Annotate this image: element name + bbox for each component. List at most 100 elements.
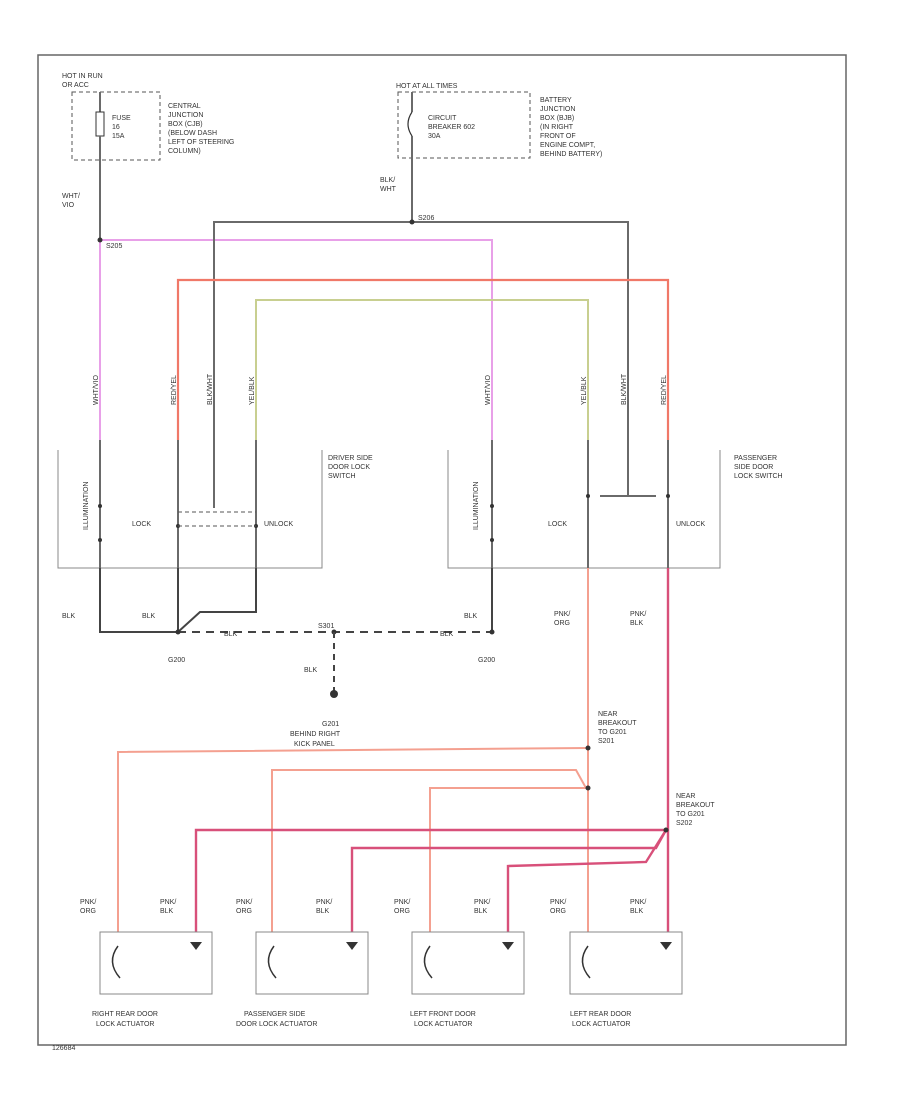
svg-text:RIGHT REAR DOOR: RIGHT REAR DOOR [92, 1011, 158, 1018]
svg-text:WHT/VIO: WHT/VIO [485, 375, 492, 405]
passenger-door-lock-switch: PASSENGER SIDE DOOR LOCK SWITCH ILLUMINA… [447, 440, 783, 569]
svg-text:FRONT OF: FRONT OF [540, 133, 576, 140]
svg-text:WHT/VIO: WHT/VIO [93, 375, 100, 405]
svg-text:15A: 15A [112, 133, 125, 140]
actuator-passenger-side: PNK/ ORG PNK/ BLK PASSENGER SIDE DOOR LO… [236, 899, 369, 1028]
svg-text:NEAR: NEAR [676, 793, 695, 800]
svg-text:S206: S206 [418, 215, 434, 222]
actuator-left-front: PNK/ ORG PNK/ BLK LEFT FRONT DOOR LOCK A… [394, 899, 525, 1028]
svg-text:BLK: BLK [62, 613, 76, 620]
svg-text:16: 16 [112, 124, 120, 131]
svg-text:BREAKOUT: BREAKOUT [598, 720, 637, 727]
svg-text:LOCK ACTUATOR: LOCK ACTUATOR [96, 1021, 154, 1028]
svg-text:ORG: ORG [236, 908, 252, 915]
splice-s202-dot [663, 827, 669, 833]
actuator-left-rear: PNK/ ORG PNK/ BLK LEFT REAR DOOR LOCK AC… [550, 899, 683, 1028]
svg-text:LOCK: LOCK [548, 521, 567, 528]
svg-text:BATTERY: BATTERY [540, 97, 572, 104]
svg-text:BLK: BLK [224, 631, 238, 638]
svg-text:SWITCH: SWITCH [328, 473, 356, 480]
ground-g201-icon [330, 690, 338, 698]
svg-text:TO G201: TO G201 [598, 729, 627, 736]
svg-text:BEHIND RIGHT: BEHIND RIGHT [290, 731, 341, 738]
svg-text:BREAKOUT: BREAKOUT [676, 802, 715, 809]
svg-text:PNK/: PNK/ [316, 899, 332, 906]
svg-text:BLK/: BLK/ [380, 177, 395, 184]
svg-text:NEAR: NEAR [598, 711, 617, 718]
svg-text:WHT: WHT [380, 186, 397, 193]
svg-text:BLK/WHT: BLK/WHT [207, 373, 214, 405]
svg-text:ILLUMINATION: ILLUMINATION [473, 482, 480, 531]
svg-text:LOCK SWITCH: LOCK SWITCH [734, 473, 783, 480]
svg-text:DOOR LOCK: DOOR LOCK [328, 464, 370, 471]
motor-icon [423, 945, 433, 979]
actuator-wires [117, 568, 670, 932]
svg-text:FUSE: FUSE [112, 115, 131, 122]
svg-text:BEHIND BATTERY): BEHIND BATTERY) [540, 151, 602, 158]
svg-text:COLUMN): COLUMN) [168, 148, 201, 155]
splice-notes: NEAR BREAKOUT TO G201 S201 NEAR BREAKOUT… [598, 711, 715, 827]
svg-text:PNK/: PNK/ [80, 899, 96, 906]
svg-text:LOCK ACTUATOR: LOCK ACTUATOR [572, 1021, 630, 1028]
svg-text:JUNCTION: JUNCTION [540, 106, 575, 113]
svg-text:PNK/: PNK/ [550, 899, 566, 906]
svg-text:LOCK: LOCK [132, 521, 151, 528]
svg-text:G200: G200 [478, 657, 495, 664]
diagram-frame [37, 54, 847, 1046]
svg-text:PNK/: PNK/ [474, 899, 490, 906]
circuit-breaker-icon [407, 111, 413, 137]
motor-icon [581, 945, 591, 979]
supply-wires: S205 S206 [97, 158, 670, 440]
driver-door-lock-switch: DRIVER SIDE DOOR LOCK SWITCH ILLUMINATIO… [57, 440, 373, 569]
svg-text:SIDE DOOR: SIDE DOOR [734, 464, 773, 471]
svg-text:BLK: BLK [464, 613, 478, 620]
splice-s201-dot [585, 745, 591, 751]
svg-text:BOX (CJB): BOX (CJB) [168, 121, 203, 128]
svg-text:30A: 30A [428, 133, 441, 140]
svg-text:CENTRAL: CENTRAL [168, 103, 201, 110]
svg-text:RED/YEL: RED/YEL [661, 375, 668, 405]
svg-text:BOX (BJB): BOX (BJB) [540, 115, 574, 122]
svg-text:ORG: ORG [80, 908, 96, 915]
svg-text:PNK/: PNK/ [394, 899, 410, 906]
circuit-breaker-block: HOT AT ALL TIMES CIRCUIT BREAKER 602 30A… [380, 83, 602, 193]
svg-text:BLK: BLK [304, 667, 318, 674]
fuse-block: HOT IN RUN OR ACC FUSE 16 15A CENTRAL JU… [62, 73, 234, 209]
svg-text:DRIVER SIDE: DRIVER SIDE [328, 455, 373, 462]
svg-text:ORG: ORG [554, 620, 570, 627]
svg-text:CIRCUIT: CIRCUIT [428, 115, 457, 122]
svg-text:BLK: BLK [316, 908, 330, 915]
svg-text:BLK: BLK [142, 613, 156, 620]
svg-text:YEL/BLK: YEL/BLK [581, 376, 588, 405]
svg-text:WHT/: WHT/ [62, 193, 80, 200]
svg-text:ENGINE COMPT,: ENGINE COMPT, [540, 142, 595, 149]
bjb-box [397, 91, 531, 159]
motor-icon [267, 945, 277, 979]
actuator-right-rear: PNK/ ORG PNK/ BLK RIGHT REAR DOOR LOCK A… [80, 899, 213, 1028]
svg-text:G201: G201 [322, 721, 339, 728]
motor-icon [111, 945, 121, 979]
svg-text:BREAKER 602: BREAKER 602 [428, 124, 475, 131]
svg-text:ORG: ORG [394, 908, 410, 915]
svg-text:BLK: BLK [160, 908, 174, 915]
svg-text:RED/YEL: RED/YEL [171, 375, 178, 405]
svg-text:KICK PANEL: KICK PANEL [294, 741, 335, 748]
fuse-icon [95, 111, 105, 137]
svg-text:LEFT FRONT DOOR: LEFT FRONT DOOR [410, 1011, 476, 1018]
svg-text:BLK/WHT: BLK/WHT [621, 373, 628, 405]
svg-text:PNK/: PNK/ [554, 611, 570, 618]
svg-text:LEFT OF STEERING: LEFT OF STEERING [168, 139, 234, 146]
svg-text:UNLOCK: UNLOCK [676, 521, 706, 528]
hot-in-run-label-2: OR ACC [62, 82, 89, 89]
svg-text:PNK/: PNK/ [160, 899, 176, 906]
svg-text:LEFT REAR DOOR: LEFT REAR DOOR [570, 1011, 631, 1018]
svg-text:(IN RIGHT: (IN RIGHT [540, 124, 574, 131]
svg-text:ILLUMINATION: ILLUMINATION [83, 482, 90, 531]
svg-text:S201: S201 [598, 738, 614, 745]
svg-text:BLK: BLK [630, 620, 644, 627]
hot-at-all-times-label: HOT AT ALL TIMES [396, 83, 458, 90]
splice-s206-dot [409, 219, 415, 225]
svg-text:PASSENGER: PASSENGER [734, 455, 777, 462]
svg-text:BLK: BLK [440, 631, 454, 638]
